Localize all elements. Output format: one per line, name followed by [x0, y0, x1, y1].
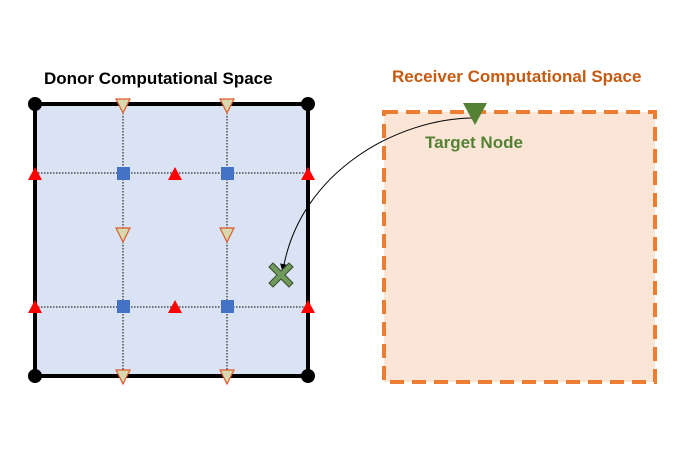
receiver-space-title: Receiver Computational Space: [392, 67, 642, 86]
tan-triangle-node: [115, 98, 131, 115]
interpolation-point-cross-icon: [268, 262, 294, 288]
red-triangle-node: [301, 300, 315, 313]
donor-space-box: [33, 102, 310, 378]
corner-node: [301, 369, 315, 383]
corner-nodes: [28, 97, 315, 383]
tan-triangle-node: [219, 98, 235, 115]
blue-square-nodes: [117, 167, 234, 313]
target-node-triangle: [463, 103, 487, 125]
tan-triangle-node: [115, 369, 131, 386]
red-triangle-nodes: [28, 167, 315, 313]
tan-triangle-nodes: [115, 98, 235, 386]
tan-triangle-node: [219, 227, 235, 244]
receiver-space-box: [382, 110, 657, 384]
red-triangle-node: [28, 167, 42, 180]
blue-square-node: [117, 300, 130, 313]
blue-square-node: [221, 167, 234, 180]
target-node-label: Target Node: [425, 133, 523, 152]
corner-node: [28, 369, 42, 383]
tan-triangle-node: [115, 227, 131, 244]
red-triangle-node: [28, 300, 42, 313]
donor-space-title: Donor Computational Space: [44, 69, 273, 88]
tan-triangle-node: [219, 369, 235, 386]
corner-node: [28, 97, 42, 111]
blue-square-node: [221, 300, 234, 313]
red-triangle-node: [168, 300, 182, 313]
corner-node: [301, 97, 315, 111]
blue-square-node: [117, 167, 130, 180]
red-triangle-node: [301, 167, 315, 180]
red-triangle-node: [168, 167, 182, 180]
interpolation-arrow: [280, 117, 475, 272]
